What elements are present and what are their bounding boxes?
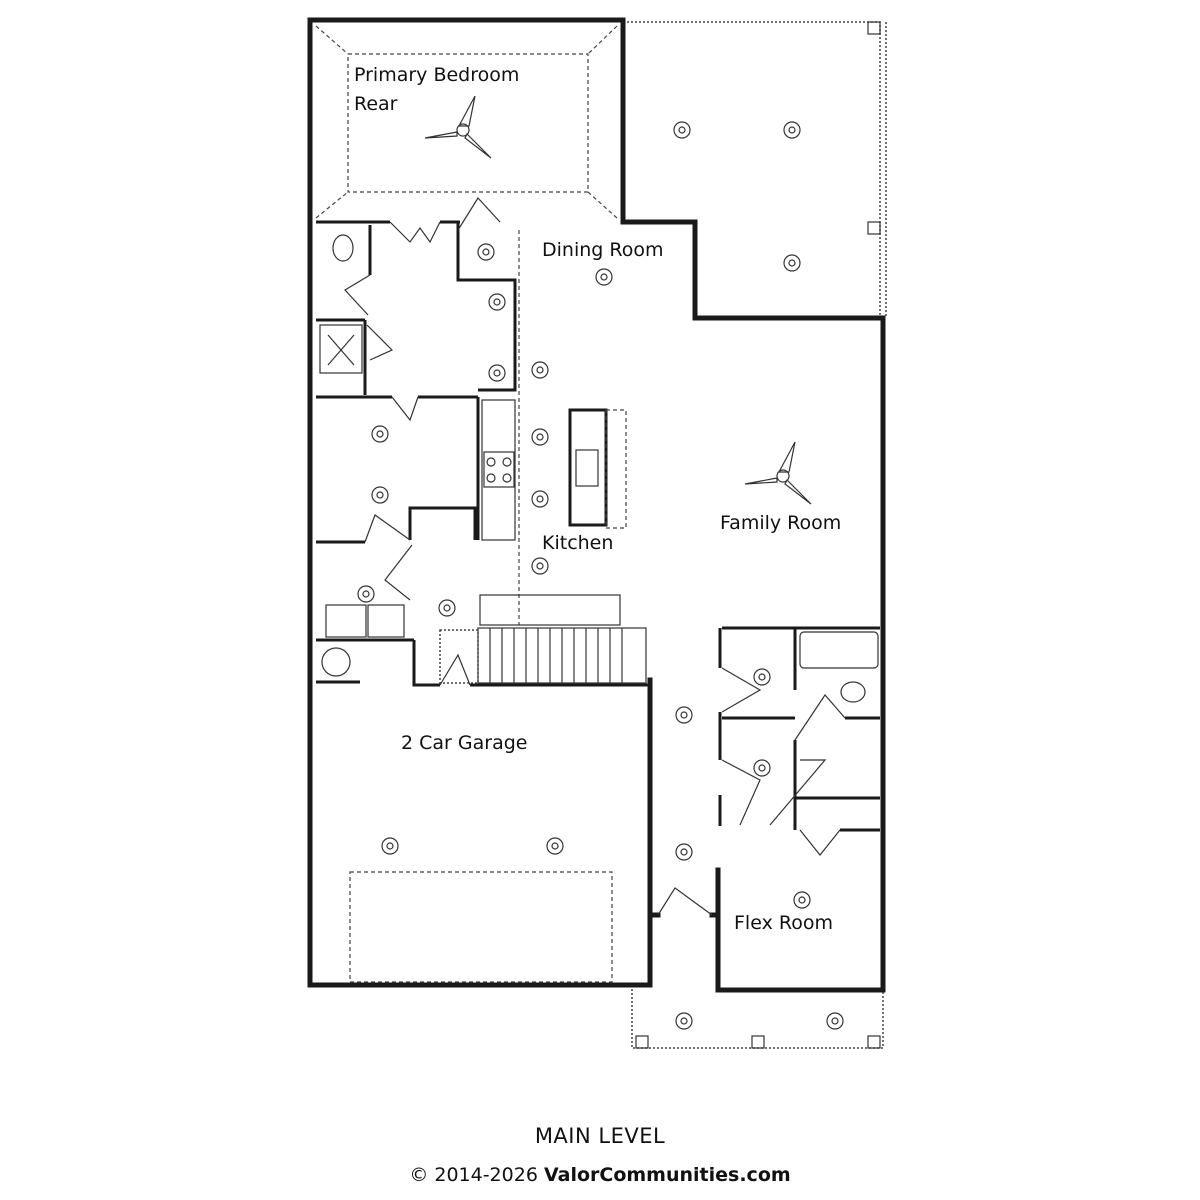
light-icon xyxy=(675,1012,693,1030)
recessed-lights xyxy=(357,121,844,1030)
kitchen-counter xyxy=(479,399,621,626)
light-icon xyxy=(438,599,456,617)
light-icon xyxy=(488,293,506,311)
light-icon xyxy=(531,490,549,508)
door-swings xyxy=(344,197,846,916)
shower-icon xyxy=(319,324,363,374)
front-porch xyxy=(631,985,884,1049)
water-heater xyxy=(321,647,351,677)
kitchen-island xyxy=(568,408,627,529)
washer-dryer xyxy=(325,604,405,638)
room-label-kitchen: Kitchen xyxy=(542,532,613,554)
light-icon xyxy=(488,364,506,382)
light-icon xyxy=(753,759,771,777)
light-icon xyxy=(381,837,399,855)
light-icon xyxy=(357,585,375,603)
copyright-text: © 2014-2026 xyxy=(409,1164,538,1186)
plan-title: MAIN LEVEL xyxy=(534,1124,666,1148)
light-icon xyxy=(371,486,389,504)
light-icon xyxy=(531,361,549,379)
light-icon xyxy=(783,254,801,272)
ceiling-tray xyxy=(315,25,618,983)
brand-name: ValorCommunities.com xyxy=(543,1164,791,1186)
exterior-walls xyxy=(307,17,886,993)
toilet-icon xyxy=(332,234,866,703)
light-icon xyxy=(531,428,549,446)
stairs xyxy=(439,627,647,684)
light-icon xyxy=(477,243,495,261)
ceiling-fan-icon xyxy=(744,441,812,505)
light-icon xyxy=(371,425,389,443)
light-icon xyxy=(546,837,564,855)
room-label-primary-bedroom-rear: Rear xyxy=(354,93,398,115)
light-icon xyxy=(675,706,693,724)
room-label-primary-bedroom: Primary Bedroom xyxy=(354,64,519,86)
light-icon xyxy=(753,668,771,686)
light-icon xyxy=(675,843,693,861)
room-label-flex-room: Flex Room xyxy=(734,912,833,934)
rear-porch xyxy=(623,21,887,318)
light-icon xyxy=(673,121,691,139)
light-icon xyxy=(531,557,549,575)
room-label-family-room: Family Room xyxy=(720,512,841,534)
light-icon xyxy=(595,268,613,286)
copyright-line: © 2014-2026 ValorCommunities.com xyxy=(0,1164,1200,1186)
room-label-garage: 2 Car Garage xyxy=(401,732,527,754)
light-icon xyxy=(826,1012,844,1030)
ceiling-fan-icon xyxy=(424,95,492,159)
room-label-dining-room: Dining Room xyxy=(542,239,663,261)
interior-walls xyxy=(316,220,880,832)
light-icon xyxy=(783,121,801,139)
bathtub xyxy=(799,631,879,669)
light-icon xyxy=(793,891,811,909)
